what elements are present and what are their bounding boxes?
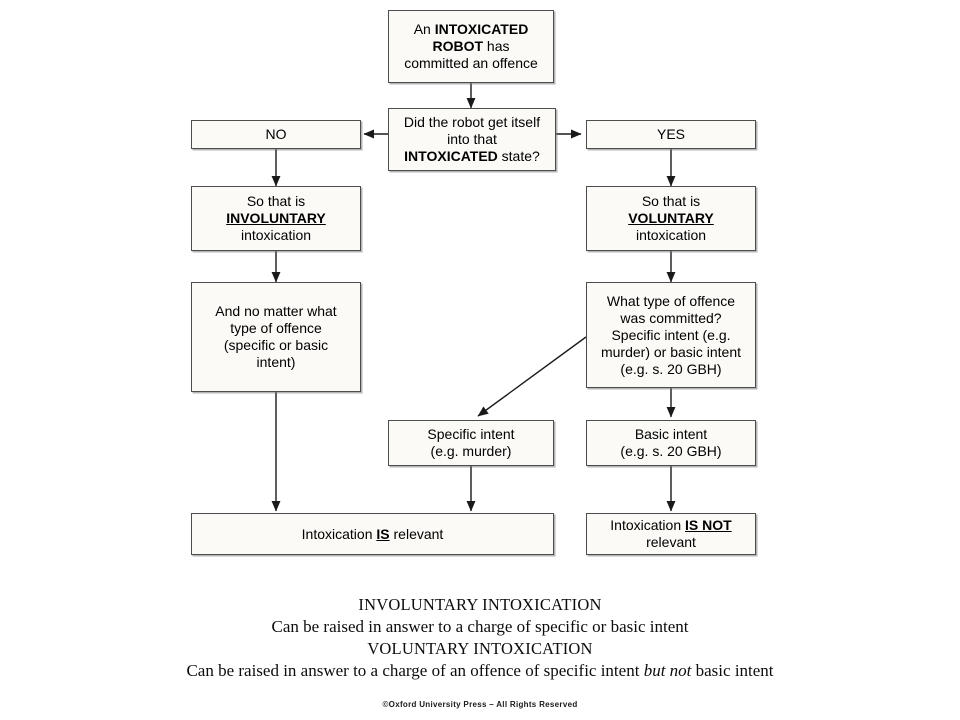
caption-line-voluntary-heading: VOLUNTARY INTOXICATION bbox=[367, 639, 593, 658]
node-basic-intent[interactable]: Basic intent (e.g. s. 20 GBH) bbox=[586, 420, 756, 466]
copyright-notice: ©Oxford University Press – All Rights Re… bbox=[382, 700, 578, 709]
node-is-relevant-label: Intoxication IS relevant bbox=[301, 525, 444, 542]
node-voluntary-label: So that is VOLUNTARY intoxication bbox=[628, 193, 714, 243]
node-involuntary-intoxication[interactable]: So that is INVOLUNTARY intoxication bbox=[191, 186, 361, 251]
node-intoxicated-robot[interactable]: An INTOXICATED ROBOT has committed an of… bbox=[388, 10, 554, 83]
caption-block: INVOLUNTARY INTOXICATION Can be raised i… bbox=[0, 594, 960, 682]
node-branch-no[interactable]: NO bbox=[191, 120, 361, 149]
node-no-matter-label: And no matter what type of offence (spec… bbox=[215, 303, 337, 370]
caption-line-involuntary-heading: INVOLUNTARY INTOXICATION bbox=[358, 595, 602, 614]
node-branch-yes-label: YES bbox=[656, 126, 685, 142]
node-is-not-relevant-label: Intoxication IS NOT relevant bbox=[610, 517, 732, 550]
node-branch-yes[interactable]: YES bbox=[586, 120, 756, 149]
node-voluntary-intoxication[interactable]: So that is VOLUNTARY intoxication bbox=[586, 186, 756, 251]
node-specific-intent[interactable]: Specific intent (e.g. murder) bbox=[388, 420, 554, 466]
node-basic-intent-label: Basic intent (e.g. s. 20 GBH) bbox=[620, 426, 722, 459]
node-offence-type-label: What type of offence was committed? Spec… bbox=[600, 292, 742, 377]
node-involuntary-label: So that is INVOLUNTARY intoxication bbox=[226, 193, 326, 243]
caption-line-involuntary-body: Can be raised in answer to a charge of s… bbox=[271, 617, 689, 636]
connector-offencetype-to-specific bbox=[477, 336, 587, 417]
node-decision-intoxicated-state[interactable]: Did the robot get itself into that INTOX… bbox=[388, 108, 556, 171]
node-what-type-of-offence[interactable]: What type of offence was committed? Spec… bbox=[586, 282, 756, 388]
node-and-no-matter-what[interactable]: And no matter what type of offence (spec… bbox=[191, 282, 361, 392]
node-intoxicated-robot-label: An INTOXICATED ROBOT has committed an of… bbox=[404, 21, 538, 71]
node-branch-no-label: NO bbox=[265, 126, 287, 142]
node-decision-label: Did the robot get itself into that INTOX… bbox=[403, 114, 541, 164]
node-specific-intent-label: Specific intent (e.g. murder) bbox=[427, 426, 515, 459]
caption-line-voluntary-body: Can be raised in answer to a charge of a… bbox=[186, 661, 774, 680]
node-intoxication-is-relevant[interactable]: Intoxication IS relevant bbox=[191, 513, 554, 555]
node-intoxication-is-not-relevant[interactable]: Intoxication IS NOT relevant bbox=[586, 513, 756, 555]
